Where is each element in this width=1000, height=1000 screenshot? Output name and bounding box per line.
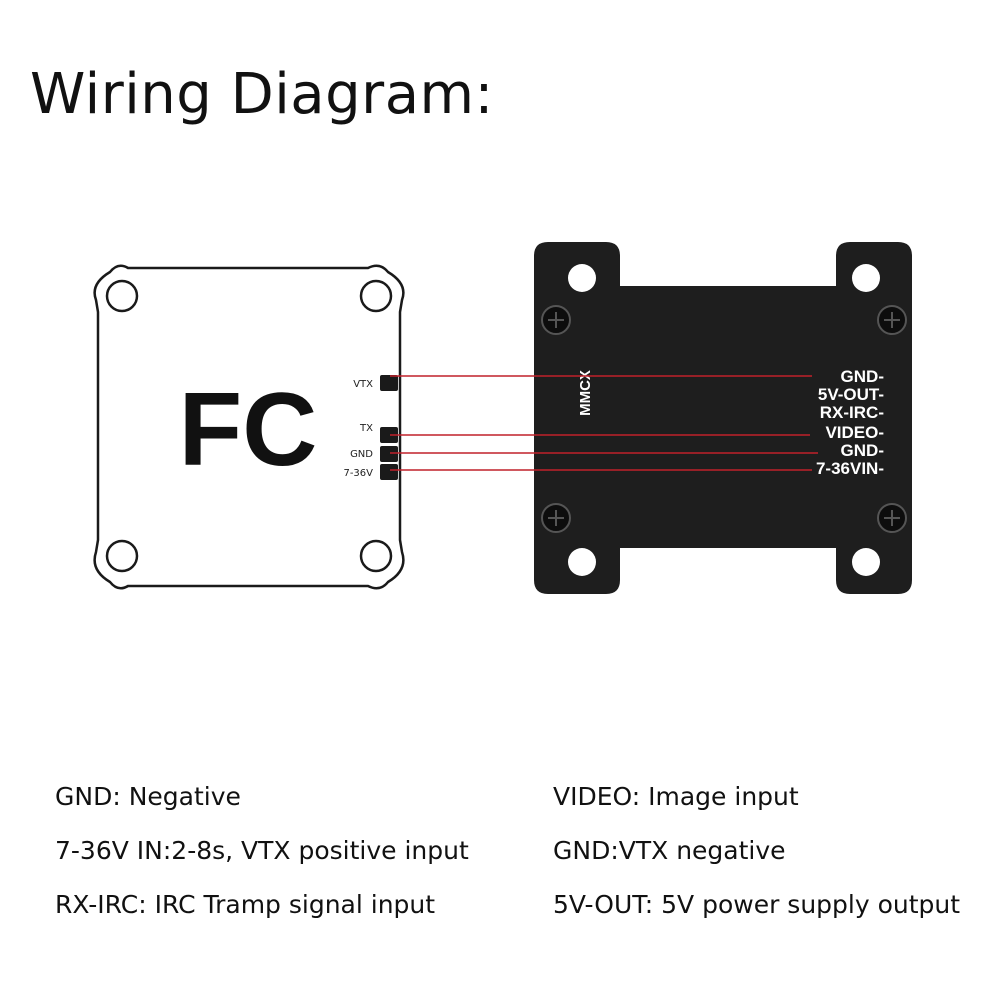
fc-board: [93, 264, 405, 590]
legend-left-2: 7-36V IN:2-8s, VTX positive input: [55, 836, 469, 865]
wires: [390, 375, 818, 471]
legend-left-1: GND: Negative: [55, 782, 241, 811]
vtx-pin-5v-out: 5V-OUT-: [818, 385, 884, 404]
fc-label: FC: [179, 372, 318, 488]
fc-pin-tx-label: TX: [359, 423, 373, 434]
fc-pin-vtx-label: VTX: [353, 379, 373, 390]
vtx-pin-gnd-1: GND-: [841, 367, 884, 386]
vtx-pin-video: VIDEO-: [825, 423, 884, 442]
vtx-pin-rx-irc: RX-IRC-: [820, 403, 884, 422]
legend-right-1: VIDEO: Image input: [553, 782, 799, 811]
fc-pin-headers: [380, 375, 398, 480]
legend-right-3: 5V-OUT: 5V power supply output: [553, 890, 961, 919]
legend-right-2: GND:VTX negative: [553, 836, 786, 865]
vtx-pin-gnd-2: GND-: [841, 441, 884, 460]
page-title: Wiring Diagram:: [30, 62, 494, 127]
fc-pin-gnd-label: GND: [350, 449, 373, 460]
screw-icon: [541, 305, 907, 533]
vtx-module: MMCX GND- 5V-OUT- RX-IRC- VIDEO- GND- 7-…: [534, 242, 912, 594]
mmcx-label: MMCX: [577, 370, 594, 416]
legend-left-3: RX-IRC: IRC Tramp signal input: [55, 890, 436, 919]
vtx-pin-7-36vin: 7-36VIN-: [816, 459, 884, 478]
fc-pin-7-36v-label: 7-36V: [343, 468, 373, 479]
mounting-holes: [568, 264, 880, 576]
